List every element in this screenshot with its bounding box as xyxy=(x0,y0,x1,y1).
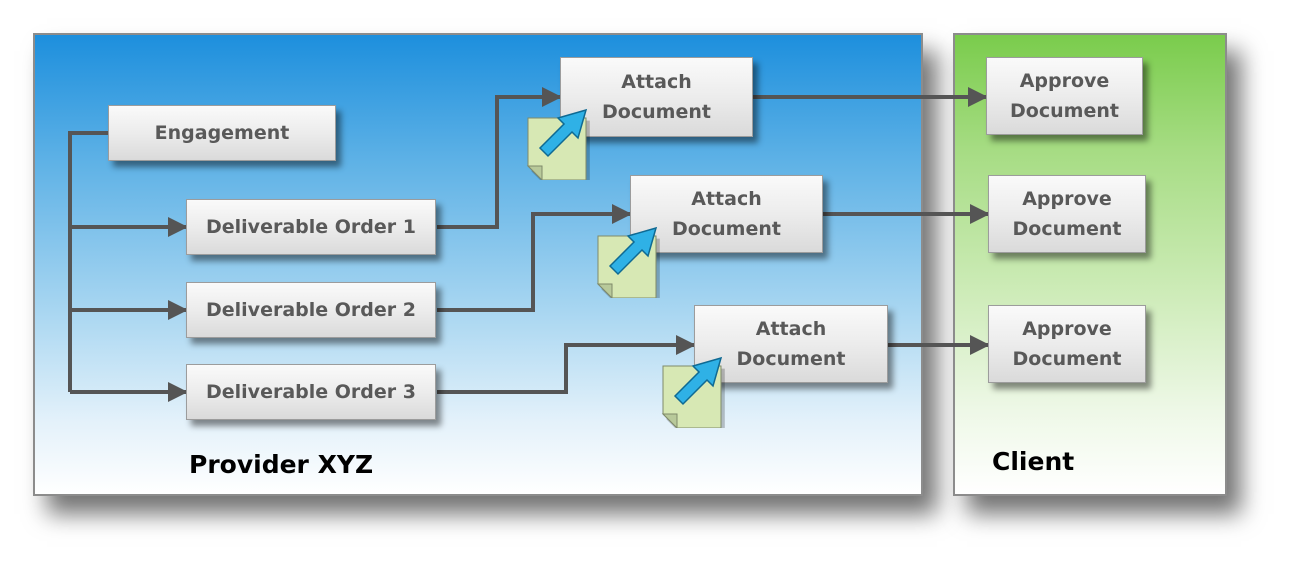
document-upload-icon xyxy=(661,356,725,428)
provider-swimlane xyxy=(33,33,923,496)
attach-document-2-node[interactable]: Attach Document xyxy=(630,175,823,253)
document-upload-icon xyxy=(596,226,660,298)
deliverable-order-2-node[interactable]: Deliverable Order 2 xyxy=(186,282,436,338)
deliverable-order-1-node[interactable]: Deliverable Order 1 xyxy=(186,199,436,255)
deliverable-order-3-node[interactable]: Deliverable Order 3 xyxy=(186,364,436,420)
attach-document-3-node[interactable]: Attach Document xyxy=(694,305,888,383)
document-upload-icon xyxy=(526,108,590,180)
approve-document-1-node[interactable]: Approve Document xyxy=(986,57,1143,135)
attach-document-1-node[interactable]: Attach Document xyxy=(560,57,753,137)
engagement-node[interactable]: Engagement xyxy=(108,105,336,161)
approve-document-2-node[interactable]: Approve Document xyxy=(988,175,1146,253)
approve-document-3-node[interactable]: Approve Document xyxy=(988,305,1146,383)
client-lane-label: Client xyxy=(992,447,1075,476)
provider-lane-label: Provider XYZ xyxy=(189,450,374,479)
